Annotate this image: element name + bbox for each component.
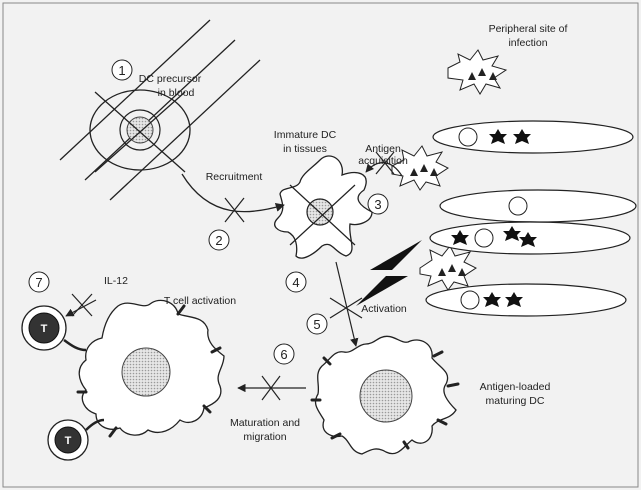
step-marker-6: 6 bbox=[274, 344, 294, 364]
il12-label: IL-12 bbox=[104, 275, 128, 287]
step-marker-4: 4 bbox=[286, 272, 306, 292]
antigen-acquisition-label-line1: Antigen bbox=[365, 143, 401, 155]
dc-precursor-label-line1: DC precursor bbox=[139, 73, 202, 85]
step-marker-5: 5 bbox=[307, 314, 327, 334]
tcell-activation-label: T cell activation bbox=[164, 295, 236, 307]
antigen-loaded-label-line1: Antigen-loaded bbox=[480, 381, 551, 393]
immature-dc-label-line2: in tissues bbox=[283, 143, 327, 155]
t-cell-bottom-letter: T bbox=[65, 435, 72, 447]
tissue-cell-1 bbox=[433, 121, 633, 153]
maturation-label-line2: migration bbox=[243, 431, 286, 443]
tissue-cell-2 bbox=[440, 190, 636, 222]
tissue-cell-3 bbox=[430, 222, 630, 254]
step-number-6: 6 bbox=[280, 347, 287, 362]
step-marker-3: 3 bbox=[368, 194, 388, 214]
step-number-3: 3 bbox=[374, 197, 381, 212]
step-marker-1: 1 bbox=[112, 60, 132, 80]
antigen-acquisition-label-line2: acquisition bbox=[358, 155, 408, 167]
t-cell-top-letter: T bbox=[41, 323, 48, 335]
antigen-loaded-label-line2: maturing DC bbox=[486, 395, 545, 407]
peripheral-label-line2: infection bbox=[508, 37, 547, 49]
step-number-5: 5 bbox=[313, 317, 320, 332]
step-number-2: 2 bbox=[215, 233, 222, 248]
step-number-4: 4 bbox=[292, 275, 299, 290]
immature-dc-label-line1: Immature DC bbox=[274, 129, 337, 141]
peripheral-label-line1: Peripheral site of bbox=[489, 23, 568, 35]
step-marker-7: 7 bbox=[29, 272, 49, 292]
activation-label: Activation bbox=[361, 303, 407, 315]
tissue-cell-4 bbox=[426, 284, 626, 316]
step-number-7: 7 bbox=[35, 275, 42, 290]
dc-precursor-label-line2: in blood bbox=[158, 87, 195, 99]
recruitment-label: Recruitment bbox=[206, 171, 263, 183]
step-marker-2: 2 bbox=[209, 230, 229, 250]
maturation-label-line1: Maturation and bbox=[230, 417, 300, 429]
step-number-1: 1 bbox=[118, 63, 125, 78]
